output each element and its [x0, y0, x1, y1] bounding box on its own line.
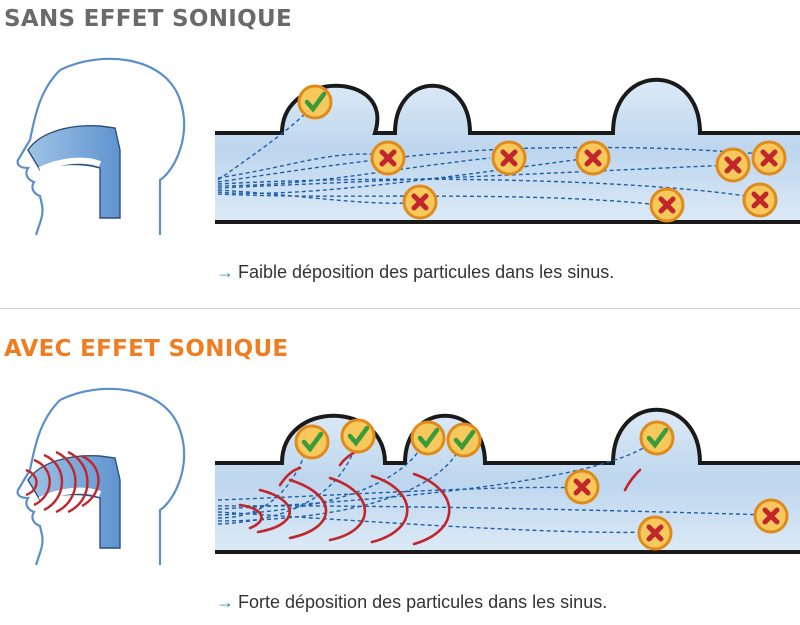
cross-badge-icon	[575, 140, 611, 176]
head-profile-icon	[16, 57, 186, 236]
section-divider	[0, 308, 800, 309]
section-title-without-sonic: SANS EFFET SONIQUE	[4, 6, 292, 32]
cross-badge-icon	[649, 187, 685, 223]
check-badge-icon	[294, 424, 330, 460]
check-badge-icon	[639, 420, 675, 456]
caption-with-sonic: →Forte déposition des particules dans le…	[216, 592, 607, 613]
caption-text: Faible déposition des particules dans le…	[238, 262, 615, 282]
arrow-icon: →	[216, 262, 234, 282]
check-badge-icon	[297, 84, 333, 120]
sonic-waves-icon	[25, 450, 100, 514]
diagram-with-sonic	[16, 387, 800, 566]
particle-paths	[217, 103, 781, 206]
check-badge-icon	[340, 418, 376, 454]
sonic-waves-icon	[238, 450, 642, 546]
head-profile-icon	[16, 387, 186, 566]
cross-badge-icon	[637, 515, 673, 551]
cross-badge-icon	[491, 140, 527, 176]
cross-badge-icon	[753, 498, 789, 534]
cross-badge-icon	[742, 182, 778, 218]
cross-badge-icon	[370, 140, 406, 176]
cross-badge-icon	[715, 147, 751, 183]
cross-badge-icon	[564, 469, 600, 505]
caption-without-sonic: →Faible déposition des particules dans l…	[216, 262, 614, 283]
cross-badge-icon	[751, 140, 787, 176]
section-title-with-sonic: AVEC EFFET SONIQUE	[4, 336, 289, 362]
caption-text: Forte déposition des particules dans les…	[238, 592, 608, 612]
cross-badge-icon	[402, 184, 438, 220]
arrow-icon: →	[216, 592, 234, 612]
check-badge-icon	[410, 420, 446, 456]
check-badge-icon	[446, 422, 482, 458]
diagram-without-sonic	[16, 57, 800, 236]
